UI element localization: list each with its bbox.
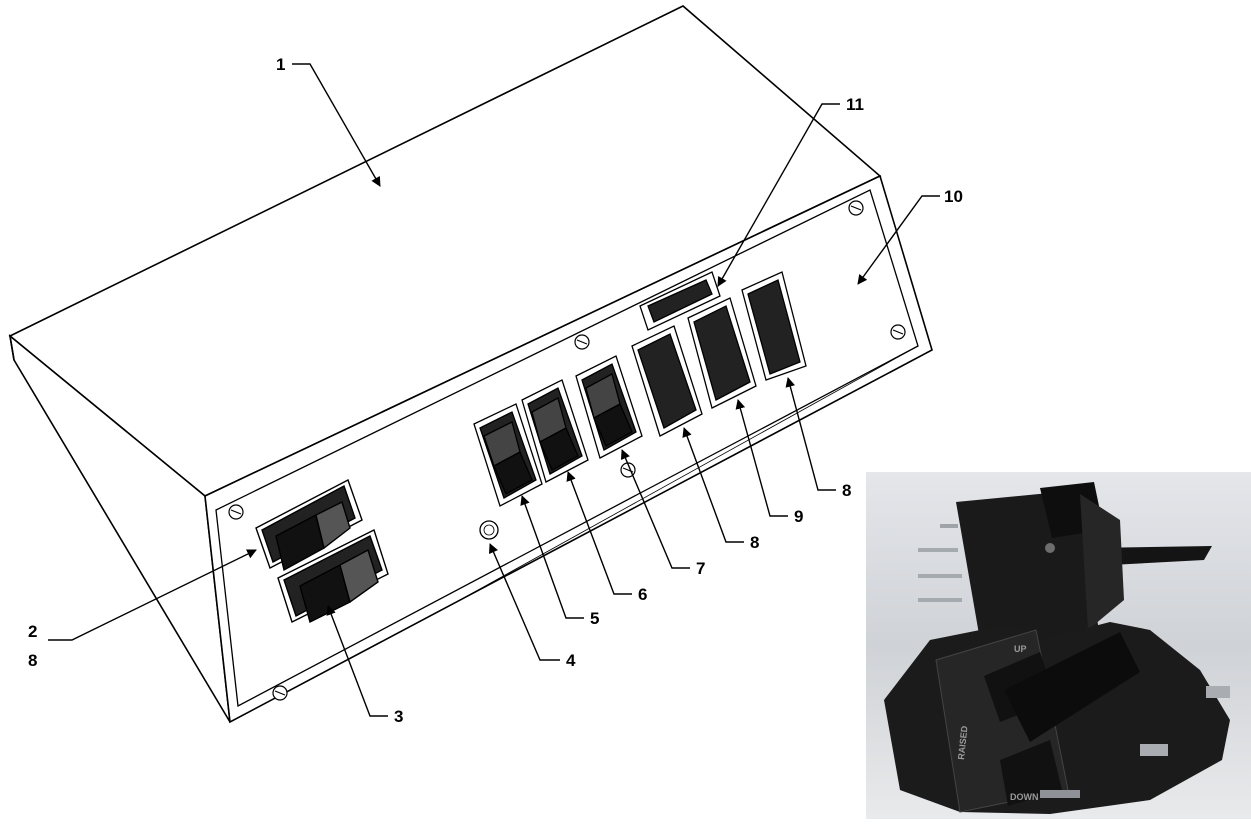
callout-2-8: 8 [28,651,37,670]
callout-2: 2 [28,622,37,641]
leader-lines [48,63,940,717]
callout-8b: 8 [842,481,851,500]
blank-switch-9 [687,297,757,409]
rocker-switch-6 [521,379,589,483]
fuse-holder-11 [639,271,721,331]
callout-4: 4 [566,651,576,670]
photo-lower-switch: UP RAISED DOWN [884,622,1230,814]
photo-upper-switch [918,482,1212,640]
photo-label-up: UP [1014,644,1027,654]
blank-switch-8b [741,271,807,381]
rocker-switch-7 [575,355,643,459]
front-panel-plate [215,189,919,708]
panel-screws [228,200,906,701]
callout-11: 11 [846,95,864,114]
callout-8a: 8 [750,533,759,552]
callout-6: 6 [638,585,647,604]
callout-7: 7 [696,559,705,578]
switch-photo-inset: UP RAISED DOWN [866,472,1251,819]
callout-1: 1 [276,55,285,74]
callout-labels: 1 11 10 2 8 3 4 5 6 7 8 9 8 [28,55,963,726]
callout-10: 10 [944,187,963,206]
rocker-switch-5 [473,403,543,507]
callout-3: 3 [394,707,403,726]
rocker-switch-3 [277,529,389,624]
photo-label-raised: RAISED [956,725,970,760]
callout-9: 9 [794,507,803,526]
indicator-lamp-4 [479,520,499,540]
photo-label-down: DOWN [1010,792,1039,802]
blank-switch-8a [631,325,703,437]
callout-5: 5 [590,609,599,628]
rocker-switch-2 [255,479,363,572]
